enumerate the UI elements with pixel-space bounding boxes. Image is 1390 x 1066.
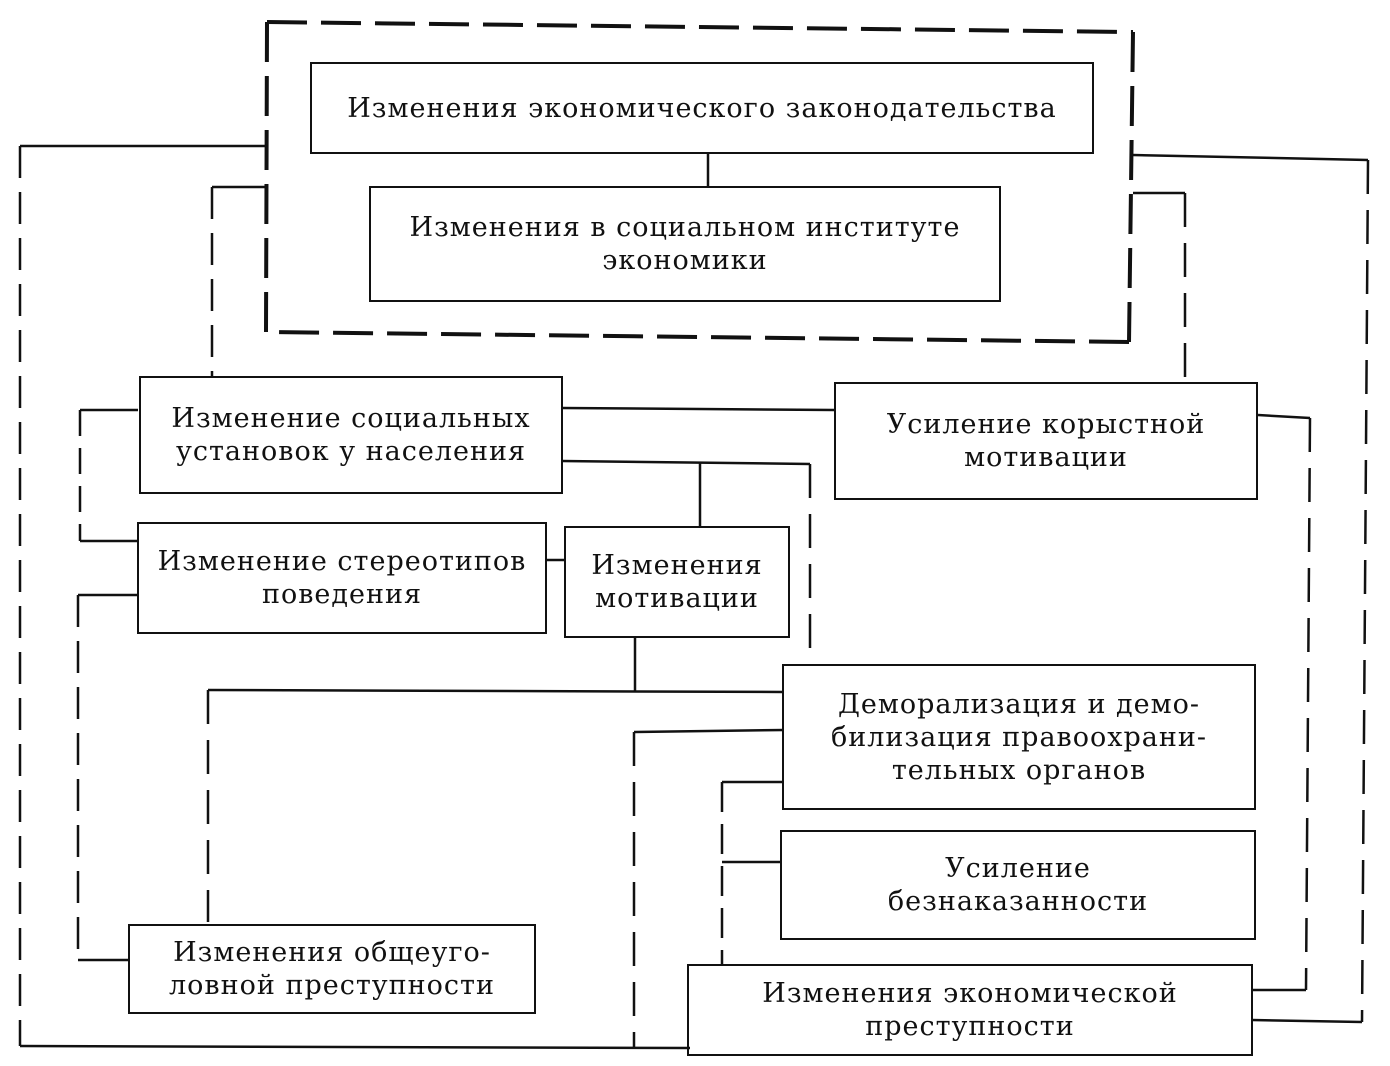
node-greed: Усиление корыстной мотивации [834, 382, 1258, 500]
connector-greed-econ-crime [1252, 413, 1312, 992]
node-econ-crime: Изменения экономической преступности [687, 964, 1253, 1056]
outer-frame [264, 20, 1135, 344]
node-attitudes-line-1: Изменение социальных [171, 403, 531, 434]
node-common-crime-line-2: ловной преступности [169, 970, 495, 1001]
node-demoral-line-2: билизация правоохрани- [830, 721, 1207, 753]
node-stereotypes: Изменение стереотипов поведения [137, 522, 547, 634]
node-common-crime-line-1: Изменения общеуго- [173, 937, 491, 968]
node-institute: Изменения в социальном институте экономи… [369, 186, 1001, 302]
node-impunity-line-1: Усиление [945, 853, 1091, 884]
node-greed-line-1: Усиление корыстной [886, 409, 1206, 440]
node-demoral-line-1: Деморализация и демо- [837, 688, 1201, 720]
connector-demoral-econ-crime [632, 728, 785, 1048]
connector-frame-attitudes [210, 185, 266, 376]
node-demoral-line-3: тельных органов [891, 754, 1147, 786]
node-stereotypes-line-1: Изменение стереотипов [157, 546, 527, 577]
connector-stereotypes-common-crime [76, 593, 138, 962]
connector-motivation-down [206, 637, 785, 922]
node-attitudes-line-2: установок у населения [175, 436, 527, 467]
node-impunity: Усиление безнаказанности [780, 830, 1256, 940]
node-institute-line-2: экономики [602, 245, 768, 276]
connector-attitudes-motivation [561, 459, 812, 665]
connector-impunity-bracket [720, 780, 782, 965]
node-attitudes: Изменение социальных установок у населен… [139, 376, 563, 494]
connector-left-outer-loop [18, 144, 691, 1050]
node-law-line-1: Изменения экономического законодательств… [347, 92, 1057, 124]
node-institute-line-1: Изменения в социальном институте [409, 212, 961, 243]
node-motivation: Изменения мотивации [564, 526, 790, 638]
node-econ-crime-line-1: Изменения экономической [762, 978, 1178, 1009]
connector-attitudes-greed [561, 406, 835, 412]
node-demoral: Деморализация и демо- билизация правоохр… [782, 664, 1256, 810]
node-motivation-line-2: мотивации [595, 583, 759, 614]
node-stereotypes-line-2: поведения [261, 579, 423, 610]
node-law: Изменения экономического законодательств… [310, 62, 1094, 154]
node-impunity-line-2: безнаказанности [887, 886, 1149, 917]
node-greed-line-2: мотивации [964, 442, 1128, 473]
connector-frame-greed [1133, 191, 1187, 384]
connector-right-outer-loop [1132, 153, 1370, 1024]
node-motivation-line-1: Изменения [591, 550, 763, 581]
connector-attitudes-stereotypes [78, 408, 138, 543]
node-common-crime: Изменения общеуго- ловной преступности [128, 924, 536, 1014]
node-econ-crime-line-2: преступности [865, 1011, 1075, 1042]
